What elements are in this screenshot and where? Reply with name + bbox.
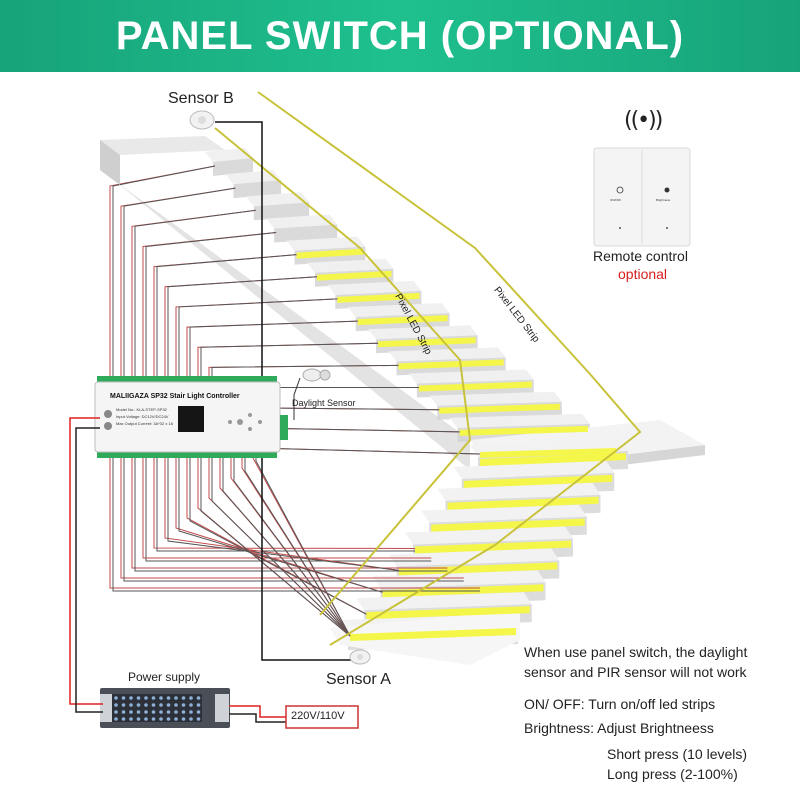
led-strip [447,496,599,510]
led-strip [418,381,532,392]
info-long-press: Long press (2-100%) [607,766,738,782]
led-strip [378,337,476,348]
power-wire-red [69,417,103,705]
top-slab [100,136,225,155]
daylight-sensor-icon [293,368,331,420]
sensor-a-label: Sensor A [326,671,391,688]
led-strip [398,359,504,370]
power-supply-box [100,688,230,728]
led-strip [439,403,560,414]
controller-title: MALIIGAZA SP32 Stair Light Controller [110,393,240,400]
wiring-diagram [69,91,705,729]
header-banner: PANEL SWITCH (OPTIONAL) [0,0,800,72]
remote-btn-right-label: Brightness [656,198,671,202]
info-line-2: sensor and PIR sensor will not work [524,664,747,680]
power-supply-label: Power supply [128,670,201,684]
remote-control-label: Remote control [593,248,688,264]
controller-input-voltage: Input Voltage: DC12V/DC24V [116,414,169,419]
power-wire-black [75,427,103,713]
remote-optional-label: optional [618,266,668,282]
daylight-sensor-label: Daylight Sensor [292,398,356,408]
led-strip [463,474,613,488]
led-strip [337,292,420,303]
voltage-box [285,705,359,729]
led-strip [316,270,392,281]
info-brightness: Brightness: Adjust Brightneess [524,720,714,736]
remote-btn-left-label: ON/OFF [610,198,622,202]
led-strip [357,315,448,326]
info-line-1: When use panel switch, the daylight [524,644,748,660]
voltage-label: 220V/110V [291,710,345,722]
led-strip [459,425,588,436]
led-strip [296,248,364,259]
controller-max-output: Max Output Current: 3A*32 x 16 [116,421,173,426]
led-strip [366,606,530,620]
led-strip [431,518,585,532]
remote-control-panel [593,147,691,247]
sensor-b-label: Sensor B [168,90,234,107]
info-short-press: Short press (10 levels) [607,746,748,762]
pixel-strip-wire-outer [257,91,642,646]
led-strip [480,448,616,458]
led-strip [350,628,516,641]
page-title: PANEL SWITCH (OPTIONAL) [115,13,685,58]
led-strip [480,453,626,466]
controller-box [94,376,288,458]
wireless-signal-icon: ((•)) [624,108,663,133]
pixel-strip-wire-inner [214,127,472,616]
info-onoff: ON/ OFF: Turn on/off led strips [524,696,716,712]
led-strip [398,562,558,576]
controller-model: Model No.: KLA-STEP-SP32 [116,407,167,412]
